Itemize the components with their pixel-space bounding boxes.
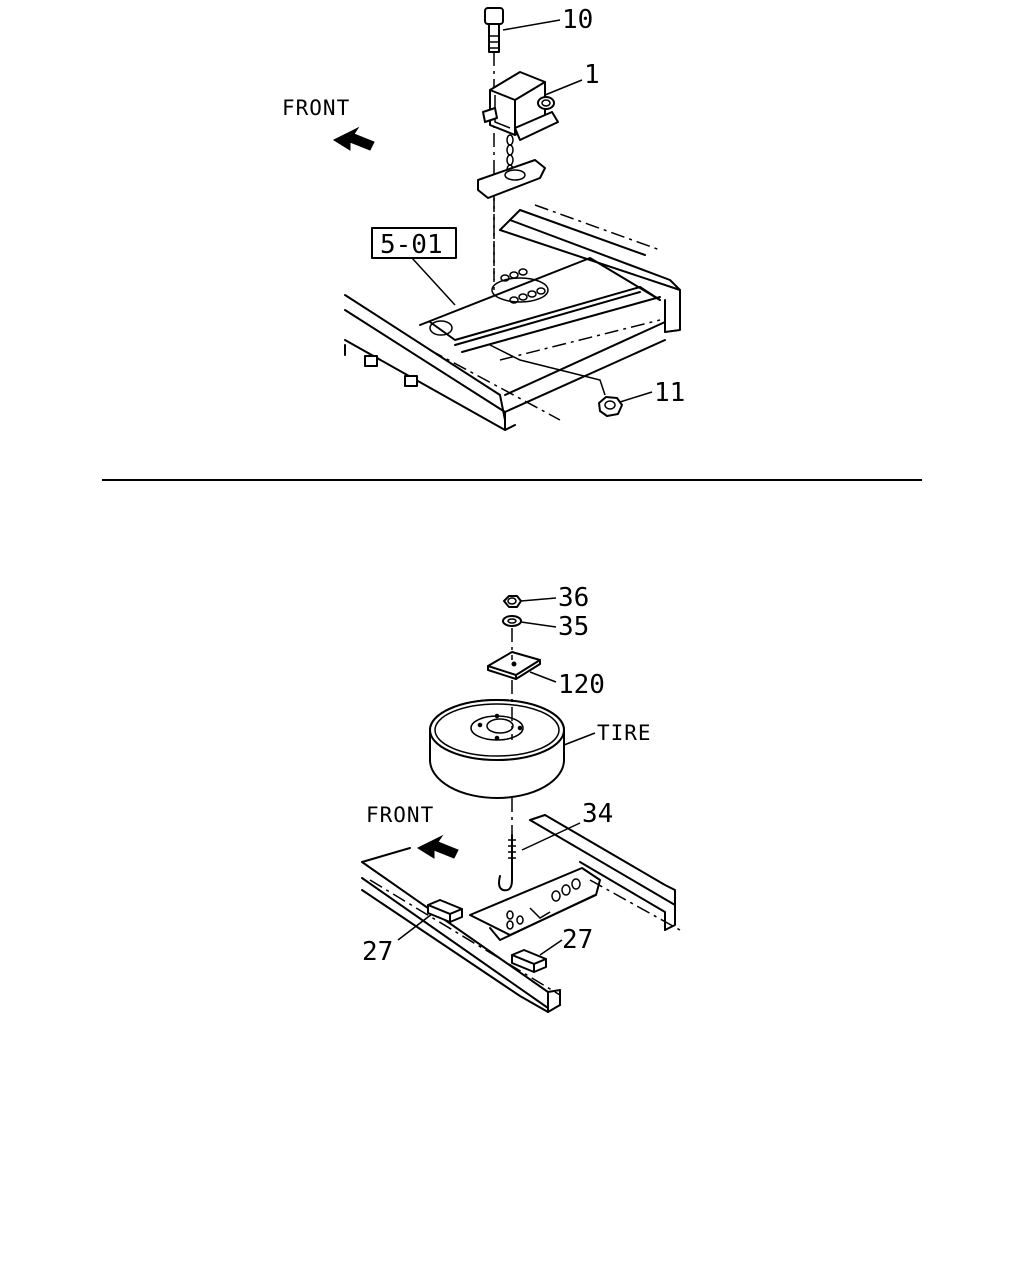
bottom-chassis-frame	[361, 814, 681, 1013]
callout-top-nut: 11	[654, 378, 685, 408]
top-front-arrow-icon	[332, 126, 375, 151]
bottom-front-arrow-icon	[416, 834, 459, 859]
bottom-diagram: 36 35 120	[361, 583, 681, 1013]
callout-top-reference: 5-01	[380, 230, 443, 260]
bottom-hook-bolt-part	[498, 834, 516, 892]
top-nut-part	[598, 396, 623, 417]
bottom-nut-part	[503, 595, 522, 608]
bottom-front-label: FRONT	[366, 803, 434, 827]
top-bracket-assembly	[477, 71, 559, 280]
callout-bottom-tire: TIRE	[597, 721, 652, 745]
callout-bottom-nut: 36	[558, 583, 589, 613]
callout-bottom-pad-left: 27	[362, 937, 393, 967]
callout-bottom-hook-bolt: 34	[582, 799, 613, 829]
top-front-label: FRONT	[282, 96, 350, 120]
callout-bottom-washer: 35	[558, 612, 589, 642]
callout-top-bracket: 1	[584, 60, 600, 90]
callout-top-bolt: 10	[562, 5, 593, 35]
bottom-pad-left-part	[427, 899, 463, 923]
reference-box-5-01	[371, 227, 457, 259]
bottom-washer-part	[502, 615, 522, 627]
top-chassis-frame	[344, 204, 681, 431]
bottom-plate-part	[487, 628, 541, 680]
top-bolt-part	[484, 7, 504, 290]
callout-bottom-pad-right: 27	[562, 925, 593, 955]
bottom-pad-right-part	[511, 949, 547, 973]
top-mounting-holes	[491, 268, 549, 304]
top-diagram: FRONT	[282, 5, 685, 431]
callout-bottom-plate: 120	[558, 670, 605, 700]
bottom-tire-part	[429, 680, 565, 835]
